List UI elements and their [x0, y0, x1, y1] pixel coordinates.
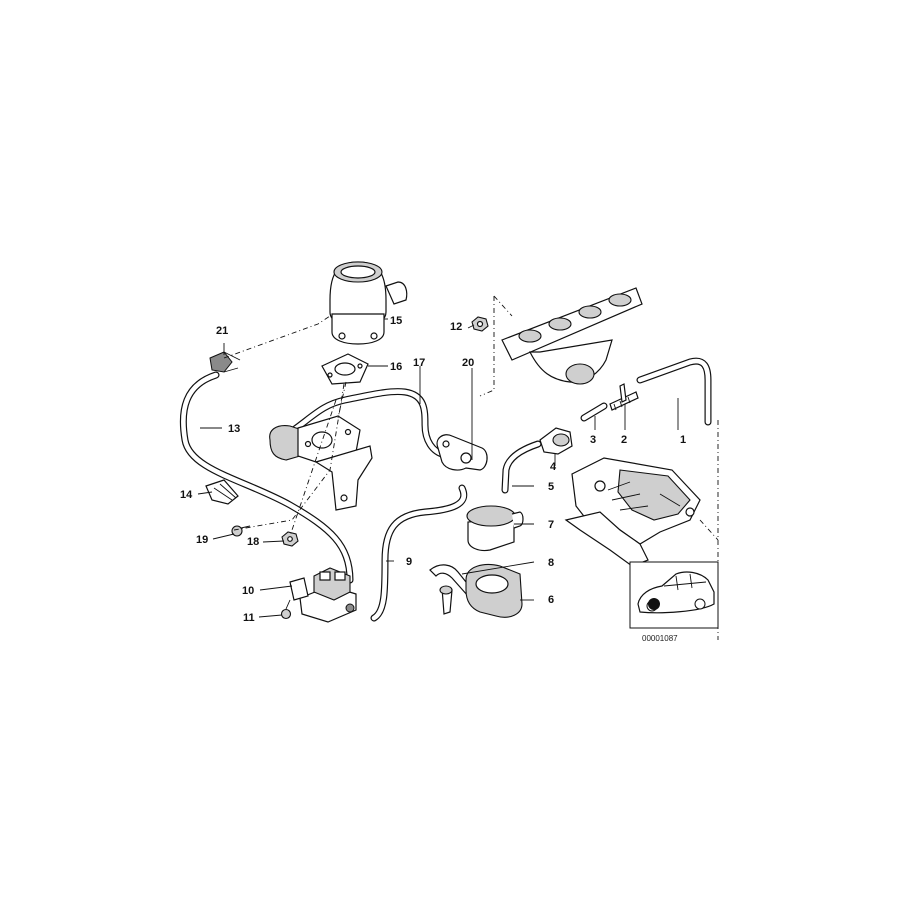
location-marker-dot	[648, 598, 660, 610]
label-part-8: 8	[548, 557, 554, 569]
label-part-17: 17	[413, 357, 425, 369]
part-4-valve	[539, 427, 573, 455]
part-12-nut	[471, 316, 489, 332]
part-labels: 1 2 3 4 5 6 7 8 9 10 11 12 13 14 15 16 1…	[180, 315, 686, 643]
vehicle-location-inset	[629, 561, 719, 629]
diagram-reference-number: 00001087	[642, 634, 678, 643]
hose-17	[278, 388, 449, 459]
label-part-18: 18	[247, 536, 259, 548]
part-10-solenoid-valve	[289, 567, 357, 623]
label-part-10: 10	[242, 585, 254, 597]
label-part-4: 4	[550, 461, 557, 473]
label-part-19: 19	[196, 534, 208, 546]
part-20-pipe-flange	[436, 434, 488, 471]
label-part-16: 16	[390, 361, 402, 373]
label-part-9: 9	[406, 556, 412, 568]
hose-5	[501, 440, 542, 494]
label-part-5: 5	[548, 481, 554, 493]
label-part-7: 7	[548, 519, 554, 531]
label-part-6: 6	[548, 594, 554, 606]
hose-1	[636, 357, 712, 426]
part-8-bracket	[429, 564, 475, 615]
part-18-nut	[281, 531, 299, 547]
label-part-14: 14	[180, 489, 193, 501]
label-part-1: 1	[680, 434, 686, 446]
bracket-assembly	[269, 415, 373, 511]
intake-manifold	[564, 457, 701, 567]
hose-9	[370, 484, 468, 622]
part-7-filter	[466, 505, 524, 552]
part-11-screw	[280, 599, 292, 620]
label-part-12: 12	[450, 321, 462, 333]
part-3-pipe	[580, 402, 608, 422]
label-part-21: 21	[216, 325, 228, 337]
part-15-valve-housing	[329, 261, 408, 345]
label-part-20: 20	[462, 357, 474, 369]
label-part-11: 11	[243, 612, 255, 624]
part-2-tee-connector	[609, 383, 639, 411]
exhaust-manifold	[501, 287, 643, 385]
label-part-15: 15	[390, 315, 402, 327]
part-21-clip	[209, 351, 241, 373]
part-14-clamp	[205, 479, 239, 505]
part-6-clamp-ring	[465, 563, 523, 618]
label-part-13: 13	[228, 423, 240, 435]
part-19-bolt	[231, 525, 251, 537]
hose-13	[179, 371, 354, 584]
leader-lines	[197, 318, 679, 618]
label-part-3: 3	[590, 434, 596, 446]
label-part-2: 2	[621, 434, 627, 446]
part-16-gasket	[321, 353, 369, 385]
